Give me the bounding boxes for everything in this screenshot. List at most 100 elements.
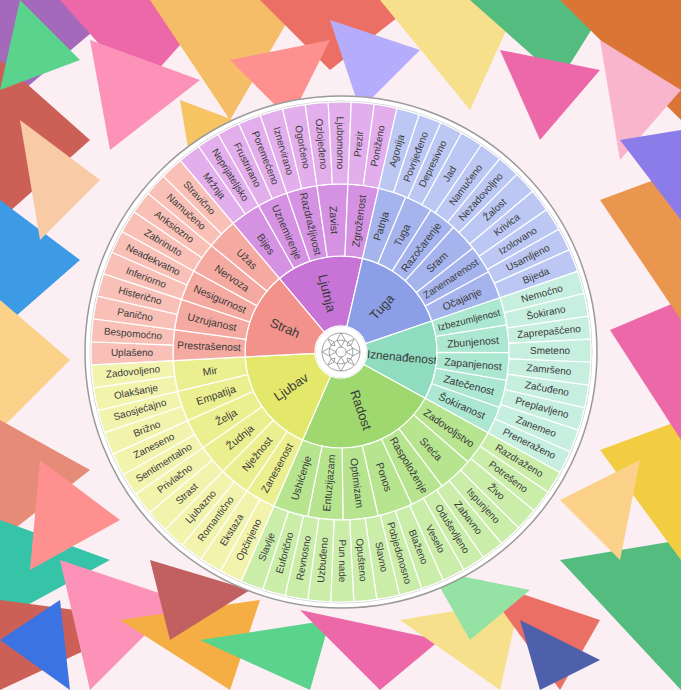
sector-shape bbox=[84, 95, 598, 609]
emotion-outer-cell: Smeteno bbox=[84, 95, 598, 609]
sector-shape bbox=[84, 95, 598, 609]
emotion-outer-cell: Sentimentalno bbox=[84, 95, 598, 609]
sector-shape bbox=[84, 95, 598, 609]
emotion-middle-cell: Očajanje bbox=[84, 95, 598, 609]
emotion-label: Tuga bbox=[392, 222, 412, 248]
emotion-label: Želja bbox=[214, 407, 239, 427]
emotion-label: Jad bbox=[442, 164, 459, 183]
emotion-label: Poremećeno bbox=[249, 129, 279, 185]
emotion-outer-cell: Usamljeno bbox=[84, 95, 598, 609]
wheel-rim-and-center bbox=[84, 95, 598, 609]
emotion-label: Anksiozno bbox=[152, 209, 195, 245]
emotion-label: Prestrašenost bbox=[177, 340, 241, 353]
sector-shape bbox=[84, 95, 598, 609]
emotion-label: Sentimentalno bbox=[134, 442, 193, 484]
emotion-label: Patnja bbox=[372, 211, 391, 243]
sector-shape bbox=[84, 95, 598, 609]
emotion-label: Empatija bbox=[195, 383, 237, 406]
emotion-label: Veselo bbox=[424, 523, 446, 554]
emotion-label: Uznemirenje bbox=[270, 202, 304, 260]
emotion-middle-cell: Šokiranost bbox=[84, 95, 598, 609]
emotion-outer-cell: Opčinjeno bbox=[84, 95, 598, 609]
emotion-outer-cell: Saosjećajno bbox=[84, 95, 598, 609]
sector-shape bbox=[84, 95, 598, 609]
emotion-middle-cell: Nesigurnost bbox=[84, 95, 598, 609]
emotion-label: Zamršeno bbox=[526, 363, 572, 377]
emotion-middle-cell: Zbunjenost bbox=[84, 95, 598, 609]
emotion-label: Šokiranost bbox=[437, 391, 487, 421]
emotion-outer-cell: Razdraženo bbox=[84, 95, 598, 609]
emotion-middle-cell: Empatija bbox=[84, 95, 598, 609]
sector-shape bbox=[84, 95, 598, 609]
sector-shape bbox=[84, 95, 598, 609]
sector-shape bbox=[84, 95, 598, 609]
emotion-middle-cell: Želja bbox=[84, 95, 598, 609]
sector-shape bbox=[84, 95, 598, 609]
emotion-label: Agonija bbox=[388, 133, 407, 168]
emotion-outer-cell: Depresivno bbox=[84, 95, 598, 609]
sector-shape bbox=[84, 95, 598, 609]
emotion-outer-cell: Blaženo bbox=[84, 95, 598, 609]
emotion-label: Začuđeno bbox=[524, 380, 570, 398]
sector-shape bbox=[84, 95, 598, 609]
emotion-label: Tuga bbox=[367, 292, 396, 322]
sector-shape bbox=[84, 95, 598, 609]
emotion-label: Smeteno bbox=[530, 346, 570, 356]
sector-shape bbox=[84, 95, 598, 609]
emotion-label: Izolovano bbox=[497, 225, 539, 256]
sector-shape bbox=[84, 95, 598, 609]
sector-shape bbox=[84, 95, 598, 609]
emotion-wheel: LjutnjaTugaIznenađenostRadostLjubavStrah… bbox=[84, 95, 598, 609]
emotion-label: Revnosno bbox=[295, 535, 313, 581]
emotion-label: Entuzijazam bbox=[321, 454, 337, 512]
emotion-outer-cell: Opušteno bbox=[84, 95, 598, 609]
sector-shape bbox=[84, 95, 598, 609]
emotion-outer-cell: Preneraženo bbox=[84, 95, 598, 609]
sector-shape bbox=[84, 95, 598, 609]
emotion-middle-cell: Zapanjenost bbox=[84, 95, 598, 609]
sector-shape bbox=[84, 95, 598, 609]
emotion-label: Zanemeo bbox=[515, 414, 558, 438]
emotion-label: Mržnja bbox=[201, 171, 227, 201]
emotion-outer-cell: Ispunjeno bbox=[84, 95, 598, 609]
sector-shape bbox=[84, 95, 598, 609]
emotion-label: Zaprepašćeno bbox=[517, 324, 582, 340]
sector-shape bbox=[84, 95, 598, 609]
emotion-outer-cell: Revnosno bbox=[84, 95, 598, 609]
emotion-label: Šokirano bbox=[526, 304, 567, 321]
emotion-middle-cell: Žudnja bbox=[84, 95, 598, 609]
sector-shape bbox=[84, 95, 598, 609]
emotion-outer-cell: Ljubomorno bbox=[84, 95, 598, 609]
emotion-label: Pun nade bbox=[337, 540, 347, 583]
sector-shape bbox=[84, 95, 598, 609]
sector-shape bbox=[84, 95, 598, 609]
emotion-outer-cell: Zaprepašćeno bbox=[84, 95, 598, 609]
emotion-label: Potrešeno bbox=[487, 459, 530, 494]
emotion-label: Uplašeno bbox=[111, 348, 153, 358]
emotion-label: Nježnost bbox=[240, 435, 274, 473]
emotion-outer-cell: Brižno bbox=[84, 95, 598, 609]
emotion-outer-cell: Ogorčeno bbox=[84, 95, 598, 609]
emotion-label: Zanemarenost bbox=[422, 258, 481, 301]
emotion-outer-cell: Histerično bbox=[84, 95, 598, 609]
emotion-outer-cell: Prezir bbox=[84, 95, 598, 609]
emotion-label: Oduševljeno bbox=[433, 503, 471, 555]
emotion-middle-cell: Optimizam bbox=[84, 95, 598, 609]
emotion-outer-cell: Euforično bbox=[84, 95, 598, 609]
emotion-label: Krivica bbox=[492, 212, 522, 238]
sector-shape bbox=[84, 95, 598, 609]
emotion-outer-cell: Krivica bbox=[84, 95, 598, 609]
emotion-label: Očajanje bbox=[441, 286, 483, 312]
emotion-label: Frustrirano bbox=[232, 142, 263, 190]
sector-shape bbox=[84, 95, 598, 609]
emotion-middle-cell: Zavist bbox=[84, 95, 598, 609]
emotion-label: Zanesenost bbox=[260, 441, 296, 494]
emotion-label: Slavlje bbox=[257, 532, 277, 563]
emotion-outer-cell: Stravično bbox=[84, 95, 598, 609]
sector-shape bbox=[84, 95, 598, 609]
emotion-outer-cell: Nezadovoljno bbox=[84, 95, 598, 609]
emotion-label: Blaženo bbox=[406, 528, 429, 565]
emotion-middle-cell: Zatečenost bbox=[84, 95, 598, 609]
sector-shape bbox=[84, 95, 598, 609]
emotion-outer-cell: Zamršeno bbox=[84, 95, 598, 609]
